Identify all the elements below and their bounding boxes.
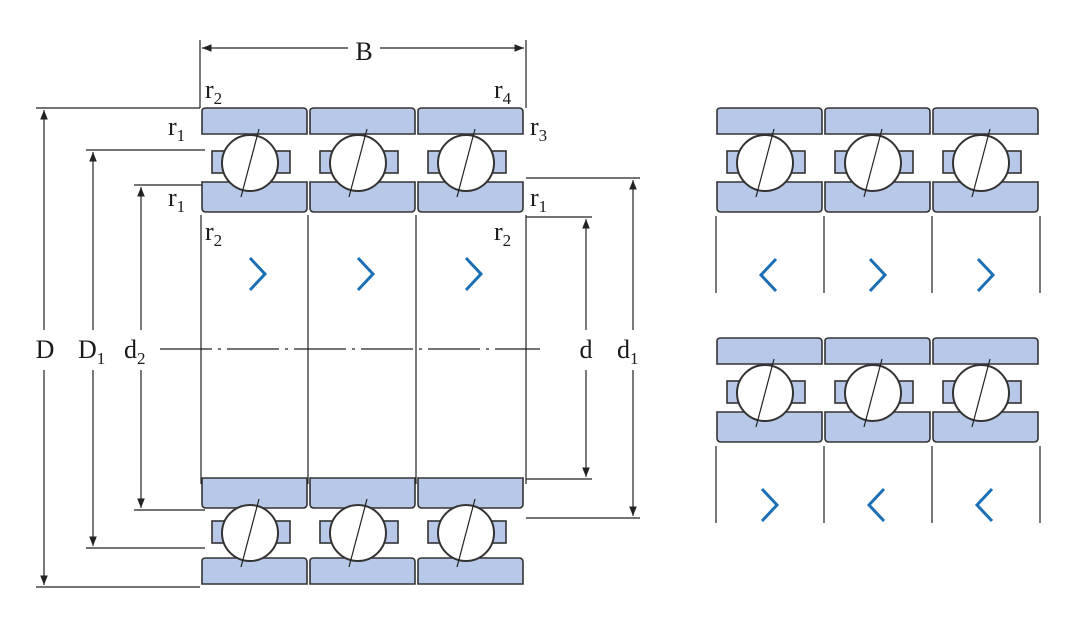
contact-angle-line (755, 128, 775, 198)
bearing-section (716, 337, 823, 443)
bearing-section (932, 107, 1039, 213)
contact-angle-line (348, 128, 368, 198)
label-d1: d1 (617, 335, 639, 368)
outer-ring (932, 337, 1039, 365)
chevron-left-icon (974, 487, 994, 523)
inner-ring (309, 181, 416, 213)
contact-angle-line (971, 128, 991, 198)
inner-ring (716, 181, 823, 213)
outer-ring (201, 107, 308, 135)
contact-angle-line (863, 128, 883, 198)
chevron-right-icon (356, 256, 376, 292)
label-D1: D1 (78, 335, 105, 368)
bearing-section (201, 477, 308, 585)
bottom-right-bearing-set (715, 337, 1041, 523)
chevron-left-icon (758, 257, 778, 293)
contact-angle-line (456, 128, 476, 198)
label-r4: r4 (494, 75, 512, 108)
bearing-section (716, 107, 823, 213)
bearing-section (824, 107, 931, 213)
label-r2-top-left: r2 (205, 75, 222, 108)
label-d: d (580, 335, 593, 364)
label-B: B (355, 37, 372, 66)
chevron-right-icon (464, 256, 484, 292)
chevron-right-icon (868, 257, 888, 293)
inner-ring (824, 411, 931, 443)
contact-angle-line (863, 358, 883, 428)
contact-angle-line (755, 358, 775, 428)
contact-angle-line (971, 358, 991, 428)
inner-ring (201, 181, 308, 213)
outer-ring (309, 107, 416, 135)
label-r2-bottom-right: r2 (494, 217, 511, 250)
chevron-right-icon (248, 256, 268, 292)
inner-ring (932, 411, 1039, 443)
contact-angle-line (240, 128, 260, 198)
main-bearing-set (200, 107, 527, 585)
inner-ring (716, 411, 823, 443)
outer-ring (417, 557, 524, 585)
contact-angle-line (240, 498, 260, 568)
bearing-section (417, 107, 524, 213)
bearing-section (824, 337, 931, 443)
top-right-bearing-set (715, 107, 1041, 293)
dimension-lines (36, 40, 640, 588)
chevron-right-icon (976, 257, 996, 293)
label-D: D (36, 335, 55, 364)
label-r3: r3 (530, 112, 547, 145)
bearing-section (309, 477, 416, 585)
label-d2: d2 (124, 335, 146, 368)
inner-ring (417, 477, 524, 509)
outer-ring (309, 557, 416, 585)
contact-angle-line (348, 498, 368, 568)
label-r1-inner-right: r1 (530, 183, 547, 216)
outer-ring (716, 337, 823, 365)
outer-ring (201, 557, 308, 585)
inner-ring (932, 181, 1039, 213)
bearing-section (417, 477, 524, 585)
inner-ring (309, 477, 416, 509)
outer-ring (932, 107, 1039, 135)
bearing-section (201, 107, 308, 213)
label-r2-bottom-left: r2 (205, 217, 222, 250)
bearing-section (309, 107, 416, 213)
inner-ring (417, 181, 524, 213)
inner-ring (201, 477, 308, 509)
label-r1-outer-left: r1 (168, 112, 185, 145)
inner-ring (824, 181, 931, 213)
contact-angle-line (456, 498, 476, 568)
outer-ring (716, 107, 823, 135)
outer-ring (417, 107, 524, 135)
label-r1-inner-left: r1 (168, 183, 185, 216)
outer-ring (824, 337, 931, 365)
chevron-left-icon (866, 487, 886, 523)
bearing-section (932, 337, 1039, 443)
outer-ring (824, 107, 931, 135)
chevron-right-icon (760, 487, 780, 523)
